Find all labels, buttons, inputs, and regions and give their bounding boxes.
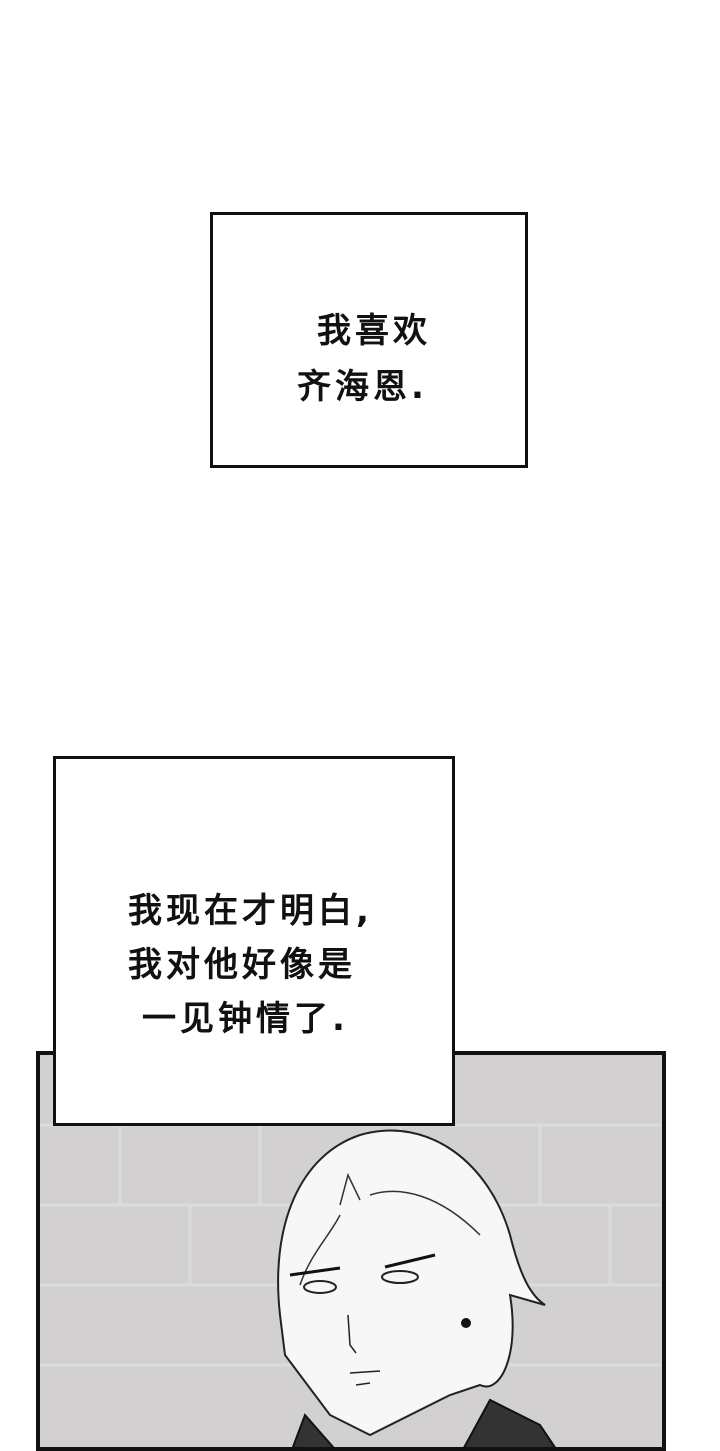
caption-box-1: 我喜欢 齐海恩. — [210, 212, 528, 468]
caption-2-line-2: 我对他好像是 — [128, 945, 356, 985]
caption-box-2: 我现在才明白, 我对他好像是 一见钟情了. — [53, 756, 455, 1126]
caption-1-line-2: 齐海恩. — [297, 367, 428, 407]
caption-1-line-1: 我喜欢 — [317, 311, 431, 351]
caption-2-line-1: 我现在才明白, — [128, 891, 373, 931]
caption-2-line-3: 一见钟情了. — [142, 999, 349, 1039]
